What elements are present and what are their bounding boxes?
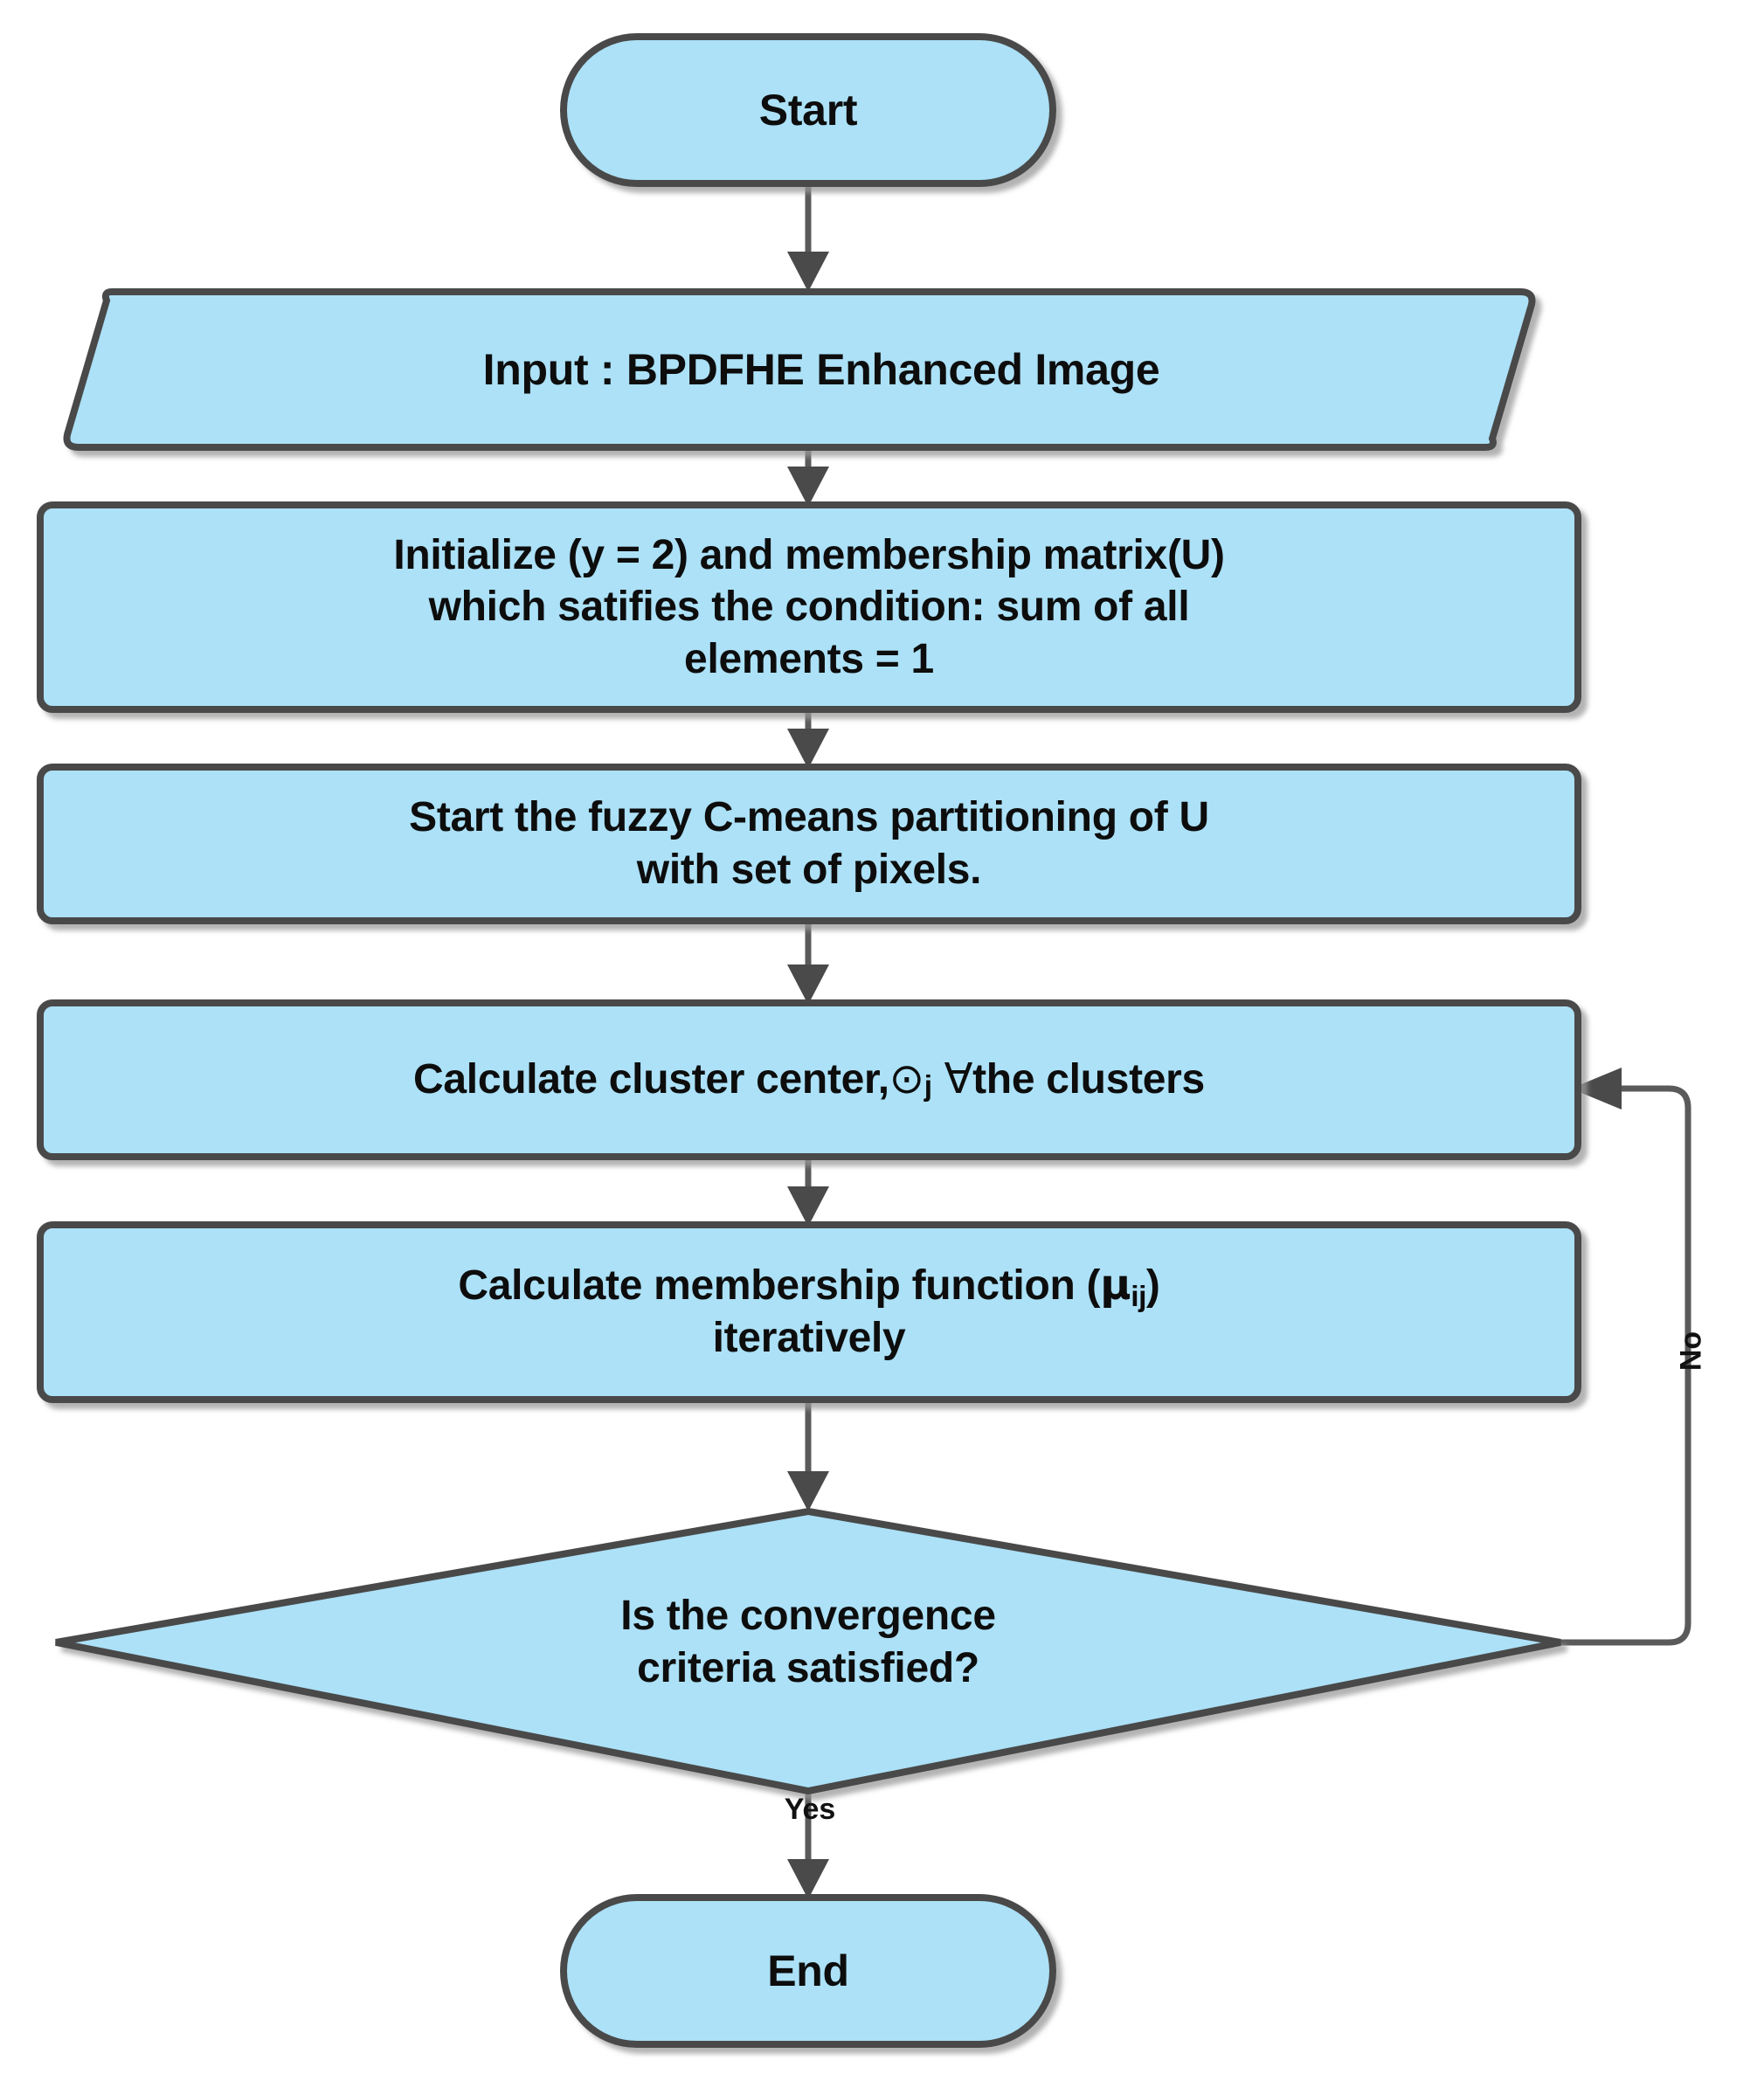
node-shape-group: [37, 33, 1581, 2048]
arrowhead-into-membership: [787, 1186, 829, 1227]
node-shape-start[interactable]: [560, 33, 1056, 187]
node-shape-input[interactable]: [63, 288, 1536, 451]
node-shape-cluster-center[interactable]: [37, 999, 1581, 1160]
arrowhead-into-input: [787, 252, 829, 292]
arrowhead-into-end: [787, 1859, 829, 1899]
arrowhead-feedback-into-cluster: [1571, 1068, 1622, 1110]
node-shape-decision[interactable]: [55, 1507, 1561, 1795]
node-shape-initialize[interactable]: [37, 501, 1581, 713]
arrowhead-group: [787, 252, 1622, 1899]
edge-no-feedback-loop: [1560, 1085, 1691, 1646]
arrowhead-into-cluster: [787, 964, 829, 1005]
node-shape-partition[interactable]: [37, 764, 1581, 924]
node-shape-end[interactable]: [560, 1894, 1056, 2048]
connector-group: [805, 180, 1691, 1880]
node-shape-membership[interactable]: [37, 1221, 1581, 1403]
arrowhead-into-partition: [787, 729, 829, 769]
arrowhead-into-initialize: [787, 467, 829, 507]
arrowhead-into-decision: [787, 1471, 829, 1511]
